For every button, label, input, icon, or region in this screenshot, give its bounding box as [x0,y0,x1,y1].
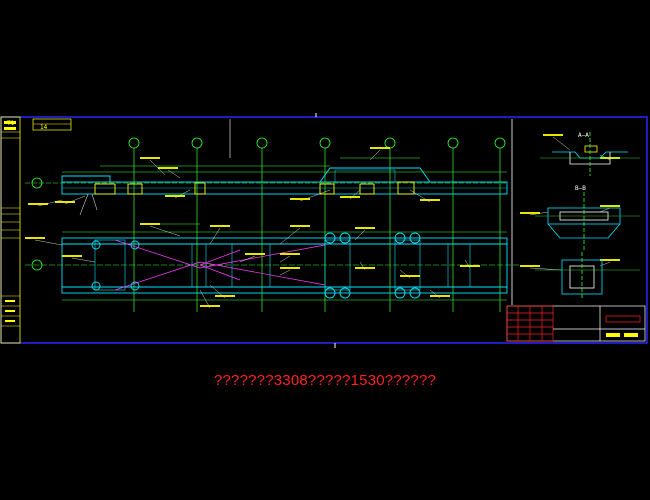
leader-label-mark [355,267,375,269]
leader-label-mark [280,253,300,255]
leader-label-mark [165,195,185,197]
leader-line [529,267,563,271]
axis-balloon [447,137,459,149]
left-strip-cells [1,131,20,327]
axis-balloon [128,137,140,149]
leader-label-mark [55,201,75,203]
leader-line [599,261,611,267]
axis-balloon [384,137,396,149]
leader-line [369,149,381,161]
leader-label-mark [600,259,620,261]
leader-label-mark [460,265,480,267]
axis-balloons [31,137,506,271]
leader-line [149,225,181,237]
leader-label-mark [245,253,265,255]
leader-line [279,255,291,263]
leader-label-mark [400,275,420,277]
plan-dimensions [62,223,507,301]
leader-line [279,269,291,276]
leader-line [209,227,221,245]
elevation-view [61,167,508,216]
detail-view [535,252,640,300]
leader-label-mark [420,199,440,201]
leader-label-mark [25,237,45,239]
leader-line [552,136,571,151]
elevation-dimensions [25,157,508,184]
leader-label-mark [543,134,563,136]
leader-label-mark [62,255,82,257]
sheet-border [0,116,648,344]
leader-label-mark [290,225,310,227]
leader-label-mark [370,147,390,149]
corner-table [32,118,72,131]
leader-line [149,159,166,176]
leader-label-mark [210,225,230,227]
axis-balloon [191,137,203,149]
leader-labels [25,134,620,309]
leader-label-mark [280,267,300,269]
leader-label-mark [28,203,48,205]
leader-label-mark [520,212,540,214]
leader-line [34,239,63,246]
leader-line [239,255,256,263]
leader-line [599,207,611,213]
leader-line [279,227,301,245]
corner-label-top: 14 [40,124,48,131]
leader-label-mark [215,295,235,297]
leader-line [71,257,96,263]
leader-label-mark [355,227,375,229]
section-b-view [535,192,640,250]
leader-label-mark [600,205,620,207]
leader-line [354,229,366,241]
plan-view [61,232,508,299]
leader-label-mark [158,167,178,169]
caption-label: ???????3308?????1530?????? [213,372,437,389]
leader-label-mark [290,198,310,200]
section-a-view [540,132,640,176]
leader-label-mark [340,196,360,198]
left-strip-text [4,121,16,322]
axis-balloon [494,137,506,149]
axis-balloon [319,137,331,149]
leader-label-mark [520,265,540,267]
leader-label-mark [200,305,220,307]
leader-line [167,169,181,179]
title-block [506,305,646,342]
leader-label-mark [140,157,160,159]
axis-balloon [256,137,268,149]
section-a-label: A—A [578,132,589,139]
corner-label-side: T1 [7,120,15,127]
section-b-label: B—B [575,185,586,192]
leader-label-mark [140,223,160,225]
plan-hidden-lines [114,239,326,291]
caption-text: ???????3308?????1530?????? [0,372,650,389]
leader-label-mark [430,295,450,297]
